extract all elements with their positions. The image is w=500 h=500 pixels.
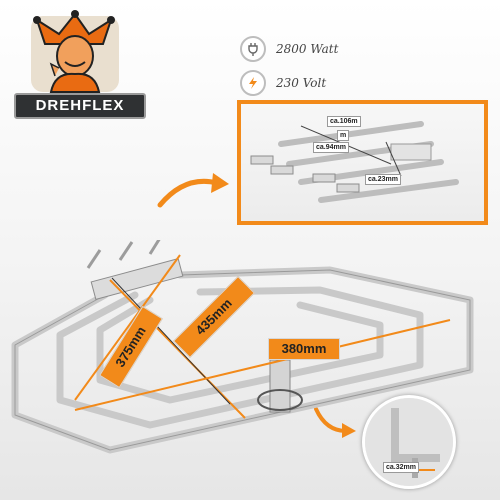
zoom-label-d: ca.23mm [365, 174, 401, 185]
arrow-to-zoom-icon [157, 173, 229, 208]
zoom-label-c: ca.94mm [313, 142, 349, 153]
brand-logo-text: DREHFLEX [14, 93, 146, 119]
heating-element-illustration [11, 240, 474, 454]
connector-detail-illustration [250, 121, 459, 203]
arrow-to-inset-icon [314, 407, 356, 438]
spec-power: 2800 Watt [240, 36, 338, 62]
spec-voltage-text: 230 Volt [276, 76, 327, 90]
plug-icon [240, 36, 266, 62]
spec-power-text: 2800 Watt [276, 42, 339, 56]
jester-mascot-icon [31, 10, 119, 93]
zoom-label-a: ca.106m [327, 116, 361, 127]
lightning-icon [240, 70, 266, 96]
zoom-label-b: m [337, 130, 350, 141]
bracket-detail-inset: ca.32mm [362, 395, 456, 489]
dimension-380: 380mm [268, 338, 340, 360]
inset-label: ca.32mm [383, 462, 419, 473]
mascot-logo [25, 10, 125, 95]
spec-voltage: 230 Volt [240, 70, 326, 96]
zoom-detail-box: ca.106m m ca.94mm ca.23mm [237, 100, 488, 225]
